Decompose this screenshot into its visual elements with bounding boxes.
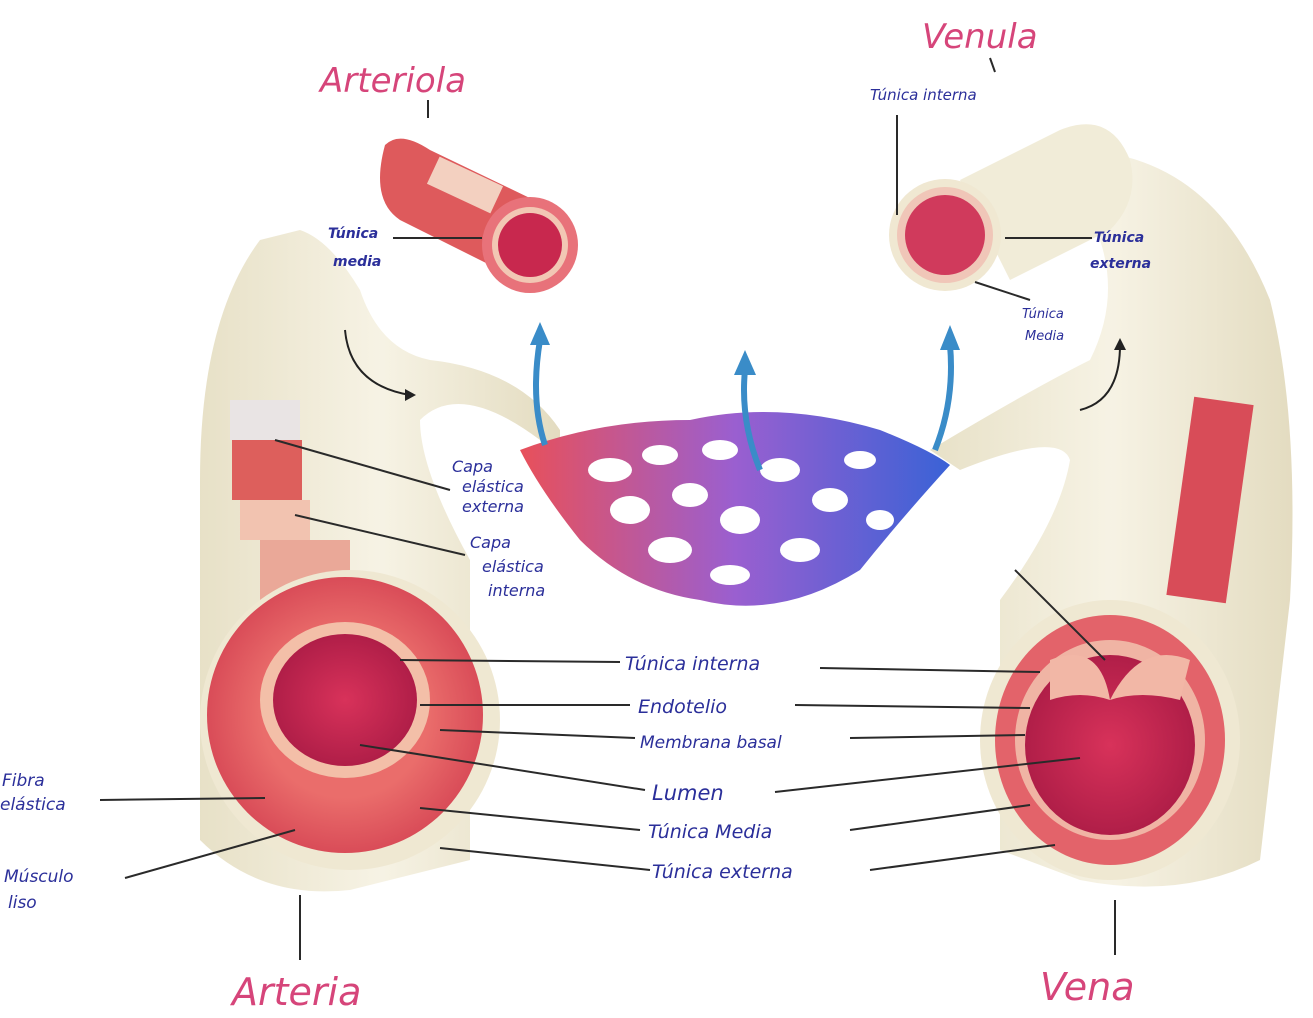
label-fibra-elastica-2: elástica [0,795,66,815]
label-capa-elastica-interna-2: elástica [482,557,544,576]
label-tunica-media: Túnica Media [648,821,772,843]
label-endotelio: Endotelio [638,696,727,718]
label-lumen: Lumen [652,781,724,805]
venule-lumen [905,195,985,275]
label-tunica-media-arteriola-1: Túnica [328,226,378,242]
capillary-bed [520,322,960,606]
label-tunica-interna: Túnica interna [625,653,760,675]
label-capa-elastica-interna-3: interna [488,581,545,600]
label-musculo-liso-1: Músculo [4,867,74,887]
arteria-title: Arteria [229,970,361,1014]
label-tunica-media-arteriola-2: media [333,254,381,270]
label-capa-elastica-externa-2: elástica [462,477,524,496]
diffusion-arrow-right [935,345,951,450]
label-musculo-liso-2: liso [8,893,37,913]
label-tunica-interna-venula: Túnica interna [870,86,977,104]
label-capa-elastica-externa-3: externa [462,497,524,516]
label-tunica-externa-venula-2: externa [1090,256,1151,272]
label-fibra-elastica-1: Fibra [2,771,45,791]
label-tunica-externa: Túnica externa [652,861,793,883]
label-tunica-media-venula-1: Túnica [1022,307,1064,322]
arteriola-title: Arteriola [318,61,466,101]
label-capa-elastica-externa-1: Capa [452,457,493,476]
label-capa-elastica-interna-1: Capa [470,533,511,552]
label-tunica-media-venula-2: Media [1025,329,1064,344]
vena-title: Vena [1040,965,1135,1009]
arteriole [380,139,578,293]
label-membrana-basal: Membrana basal [640,733,782,753]
label-tunica-externa-venula-1: Túnica [1094,230,1144,246]
venule [889,179,1001,291]
arteriole-lumen [498,213,562,277]
artery-lumen [273,634,417,766]
venula-title: Venula [922,17,1038,57]
